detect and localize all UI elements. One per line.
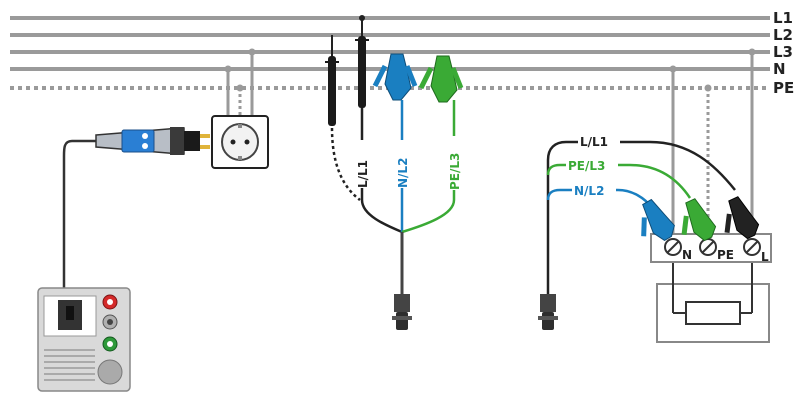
lead-wire-black xyxy=(546,140,736,300)
lead-wire-green xyxy=(401,100,456,234)
lead-label-l2: N/L2 xyxy=(396,158,410,188)
load-lead-label-l1: L/L1 xyxy=(580,135,608,149)
junction-dot xyxy=(248,48,256,56)
load-lead-label-l3: PE/L3 xyxy=(568,159,605,173)
lead-wire-green xyxy=(546,163,692,199)
junction-dot xyxy=(669,65,677,73)
probe-set: L/L1 N/L2 PE/L3 xyxy=(325,15,464,330)
junction-dot xyxy=(704,84,712,92)
bus-label-l1: L1 xyxy=(773,9,793,27)
terminal-label-l: L xyxy=(761,250,769,264)
croc-clip-icon[interactable] xyxy=(715,194,762,246)
terminal-screw-icon[interactable] xyxy=(743,238,761,256)
croc-clip-icon[interactable] xyxy=(630,196,679,248)
terminal-screw-icon[interactable] xyxy=(699,238,717,256)
load-lead-label-l2: N/L2 xyxy=(574,184,604,198)
wall-socket-group xyxy=(211,48,269,169)
lead-label-l1: L/L1 xyxy=(356,160,370,188)
terminal-screw-icon[interactable] xyxy=(664,238,682,256)
probe-link-dotted xyxy=(330,127,361,201)
junction-dot xyxy=(224,65,232,73)
wall-socket-icon[interactable] xyxy=(211,115,269,169)
bus-label-l2: L2 xyxy=(773,26,793,44)
mains-plug-adapter-icon[interactable] xyxy=(72,127,210,155)
connector-plug-icon[interactable] xyxy=(392,294,412,330)
probe-tip-icon[interactable] xyxy=(355,18,369,108)
lead-label-l3: PE/L3 xyxy=(448,153,462,190)
junction-dot xyxy=(748,48,756,56)
lead-wire-black xyxy=(360,108,403,234)
bus-label-n: N xyxy=(773,60,786,78)
bus-label-pe: PE xyxy=(773,79,794,97)
bus-label-l3: L3 xyxy=(773,43,793,61)
terminal-label-n: N xyxy=(682,248,692,262)
croc-clip-icon[interactable] xyxy=(672,196,719,248)
probe-tip-icon[interactable] xyxy=(325,35,339,126)
connector-plug-icon[interactable] xyxy=(538,294,558,330)
terminal-label-pe: PE xyxy=(717,248,734,262)
croc-clip-icon[interactable] xyxy=(418,55,464,103)
junction-dot xyxy=(236,84,244,92)
croc-clip-icon[interactable] xyxy=(372,53,418,101)
resistor-icon xyxy=(685,301,741,325)
load-connection: N PE L L/L1 PE/L3 N/L2 xyxy=(538,48,772,343)
instrument-icon[interactable] xyxy=(37,287,131,392)
instrument-cable xyxy=(62,139,73,300)
